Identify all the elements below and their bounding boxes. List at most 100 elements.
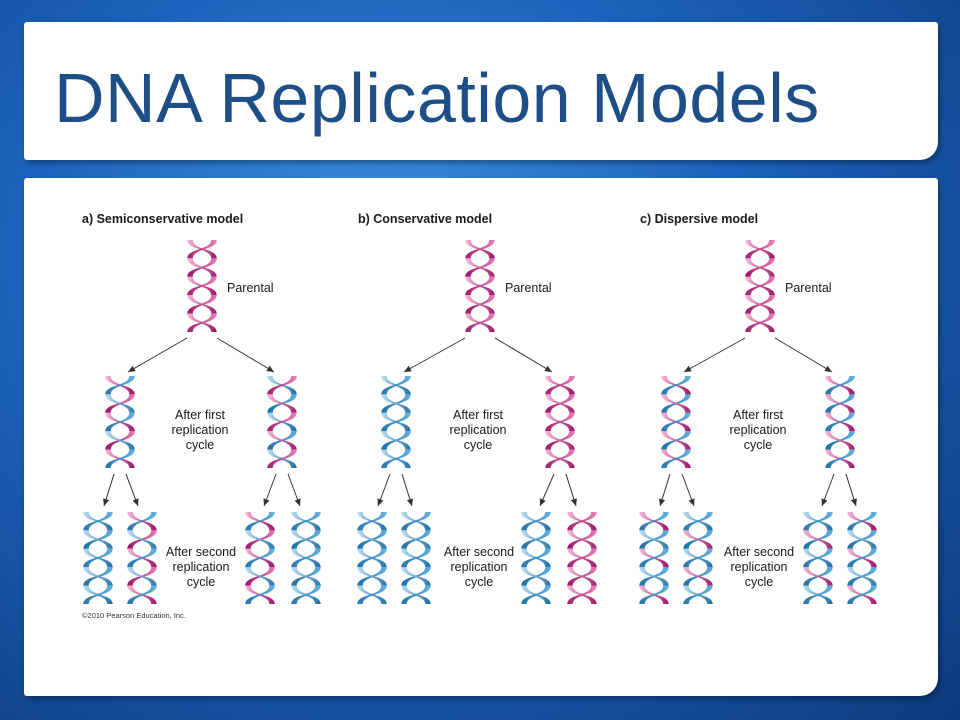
helix-strand bbox=[803, 548, 833, 568]
helix-strand bbox=[291, 530, 321, 549]
helix-strand bbox=[401, 567, 431, 586]
helix-strand bbox=[825, 431, 855, 450]
helix-strand bbox=[639, 567, 669, 586]
model-title: b) Conservative model bbox=[358, 212, 492, 226]
model-title: c) Dispersive model bbox=[640, 212, 758, 226]
helix-strand bbox=[545, 449, 575, 468]
helix-strand bbox=[567, 567, 597, 586]
second-gen-helix bbox=[639, 512, 669, 604]
helix-strand bbox=[357, 512, 387, 531]
helix-strand bbox=[745, 295, 775, 314]
helix-strand bbox=[127, 567, 157, 586]
helix-strand bbox=[401, 585, 431, 604]
helix-strand bbox=[567, 585, 597, 604]
parental-label: Parental bbox=[785, 281, 832, 295]
copyright-text: ©2010 Pearson Education, Inc. bbox=[82, 611, 186, 620]
helix-strand bbox=[357, 530, 387, 549]
helix-strand bbox=[381, 376, 411, 395]
arrow bbox=[565, 473, 577, 507]
helix-strand bbox=[245, 548, 275, 568]
helix-strand bbox=[639, 548, 669, 568]
helix-strand bbox=[683, 530, 713, 549]
helix-strand bbox=[291, 548, 321, 568]
helix-strand bbox=[245, 585, 275, 604]
parental-helix bbox=[187, 240, 217, 332]
first-gen-helix bbox=[267, 376, 297, 468]
helix-strand bbox=[521, 548, 551, 568]
second-gen-helix bbox=[847, 512, 877, 604]
second-gen-helix bbox=[245, 512, 275, 604]
first-gen-helix bbox=[381, 376, 411, 468]
model-title: a) Semiconservative model bbox=[82, 212, 243, 226]
helix-strand bbox=[847, 567, 877, 586]
helix-strand bbox=[803, 567, 833, 586]
title-panel bbox=[24, 22, 938, 160]
helix-strand bbox=[639, 530, 669, 549]
arrow bbox=[683, 337, 746, 373]
first-gen-helix bbox=[661, 376, 691, 468]
helix-strand bbox=[683, 567, 713, 586]
second-gen-helix bbox=[357, 512, 387, 604]
helix-strand bbox=[825, 449, 855, 468]
helix-strand bbox=[187, 240, 217, 259]
helix-strand bbox=[803, 512, 833, 531]
arrow bbox=[216, 337, 275, 373]
arrow bbox=[403, 337, 466, 373]
helix-strand bbox=[127, 530, 157, 549]
arrow bbox=[263, 473, 277, 507]
parental-helix bbox=[745, 240, 775, 332]
helix-strand bbox=[357, 585, 387, 604]
arrow bbox=[125, 473, 139, 507]
helix-strand bbox=[83, 530, 113, 549]
helix-strand bbox=[521, 585, 551, 604]
second-gen-helix bbox=[803, 512, 833, 604]
helix-strand bbox=[465, 295, 495, 314]
helix-strand bbox=[745, 313, 775, 332]
arrow bbox=[401, 473, 413, 507]
helix-strand bbox=[381, 431, 411, 450]
helix-strand bbox=[465, 276, 495, 296]
helix-strand bbox=[357, 548, 387, 568]
helix-strand bbox=[567, 548, 597, 568]
arrow bbox=[774, 337, 833, 373]
helix-strand bbox=[127, 512, 157, 531]
helix-strand bbox=[847, 512, 877, 531]
helix-strand bbox=[521, 567, 551, 586]
helix-strand bbox=[545, 394, 575, 413]
helix-strand bbox=[381, 394, 411, 413]
helix-strand bbox=[661, 394, 691, 413]
helix-strand bbox=[825, 412, 855, 432]
helix-strand bbox=[545, 376, 575, 395]
helix-strand bbox=[127, 585, 157, 604]
helix-strand bbox=[357, 567, 387, 586]
helix-strand bbox=[267, 376, 297, 395]
helix-strand bbox=[127, 548, 157, 568]
second-gen-helix bbox=[127, 512, 157, 604]
arrow bbox=[681, 473, 695, 507]
parental-helix bbox=[465, 240, 495, 332]
helix-strand bbox=[545, 412, 575, 432]
arrow bbox=[494, 337, 553, 373]
helix-strand bbox=[83, 548, 113, 568]
first-gen-helix bbox=[105, 376, 135, 468]
helix-strand bbox=[381, 412, 411, 432]
helix-strand bbox=[267, 431, 297, 450]
helix-strand bbox=[661, 376, 691, 395]
helix-strand bbox=[401, 512, 431, 531]
helix-strand bbox=[187, 295, 217, 314]
arrow bbox=[539, 473, 555, 507]
arrow bbox=[845, 473, 857, 507]
arrow bbox=[287, 473, 301, 507]
second-gen-helix bbox=[521, 512, 551, 604]
arrow bbox=[377, 473, 391, 507]
helix-strand bbox=[267, 449, 297, 468]
helix-strand bbox=[465, 313, 495, 332]
arrow bbox=[127, 337, 188, 373]
helix-strand bbox=[381, 449, 411, 468]
helix-strand bbox=[847, 585, 877, 604]
second-gen-helix bbox=[567, 512, 597, 604]
